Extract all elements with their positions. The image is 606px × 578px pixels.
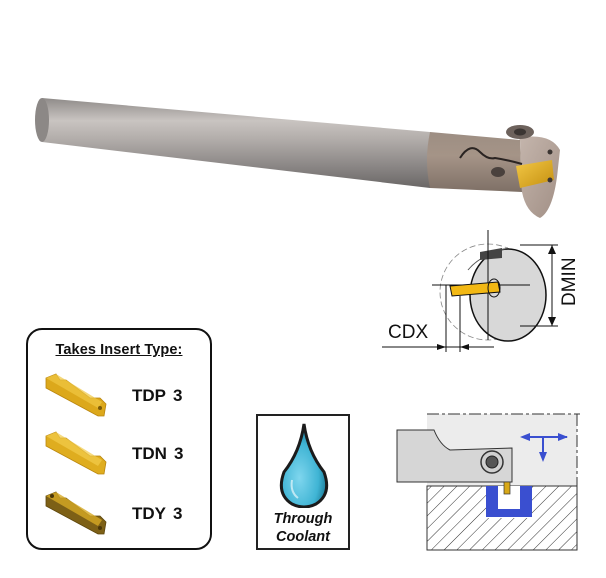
coolant-label: Through Coolant — [273, 511, 333, 545]
dmin-label: DMIN — [559, 257, 580, 306]
boring-bar-image — [35, 98, 560, 218]
insert-panel-title: Takes Insert Type: — [55, 342, 183, 358]
cdx-label: CDX — [388, 322, 429, 343]
insert-tdp-icon — [45, 373, 107, 417]
water-drop-icon — [279, 423, 329, 508]
insert-tdy-icon — [45, 491, 107, 535]
through-coolant-badge: Through Coolant — [256, 414, 350, 550]
grooving-section-diagram — [396, 413, 580, 551]
insert-tdn-icon — [45, 431, 107, 475]
end-view-dimension-diagram — [382, 230, 558, 352]
